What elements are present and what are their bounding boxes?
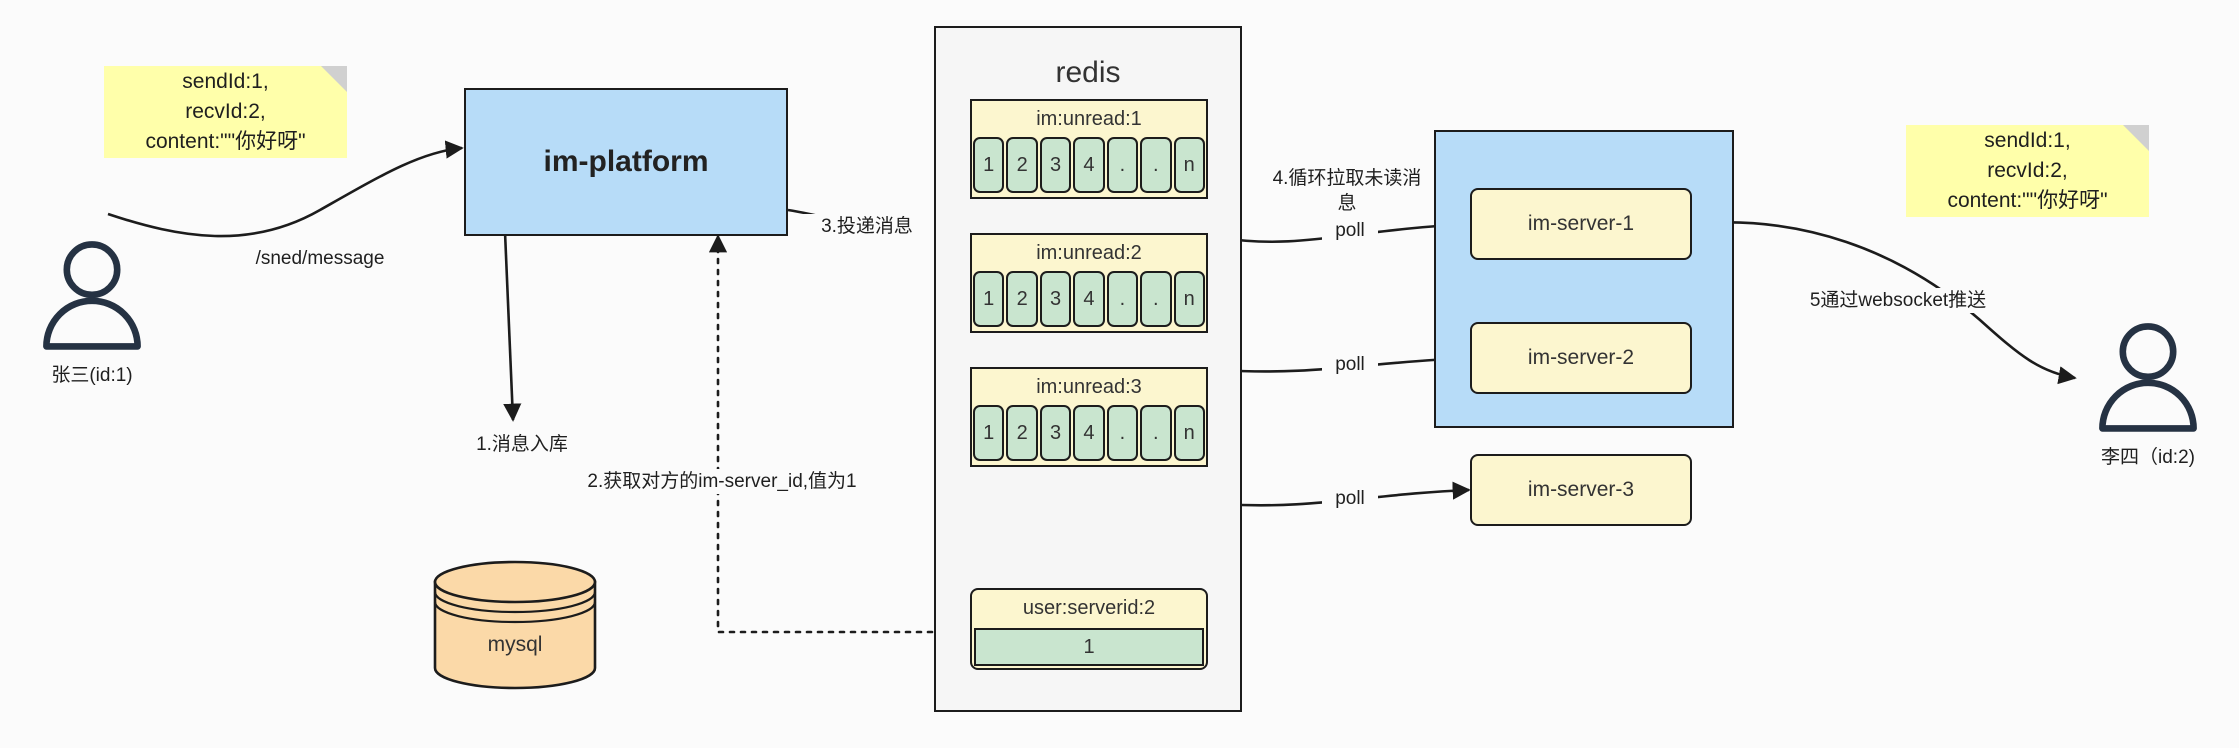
redis-cell[interactable]: n [1173, 137, 1205, 193]
redis-cell[interactable]: . [1106, 271, 1139, 327]
redis-cells: 1 2 3 4 . . n [972, 137, 1206, 193]
edge-platform-to-mysql [503, 231, 522, 422]
redis-key-im-unread-3[interactable]: im:unread:3 1 2 3 4 . . n [970, 367, 1208, 467]
edge-label-step5: 5通过websocket推送 [1790, 288, 2006, 313]
edge-label-poll-3: poll [1322, 486, 1378, 511]
redis-cell[interactable]: 2 [1006, 137, 1038, 193]
sticky-fold-icon [2123, 125, 2149, 151]
redis-key-label: im:unread:3 [1036, 376, 1142, 398]
edge-label-step4: 4.循环拉取未读消 息 [1250, 166, 1444, 216]
redis-cell[interactable]: 1 [973, 405, 1005, 461]
redis-title: redis [1055, 56, 1121, 89]
im-server-2[interactable]: im-server-2 [1470, 322, 1692, 394]
actor-sender [32, 236, 152, 356]
im-server-1-label: im-server-1 [1527, 212, 1635, 235]
person-icon [2099, 323, 2197, 432]
edge-label-poll-2: poll [1322, 352, 1378, 377]
redis-serverid-value[interactable]: 1 [974, 628, 1204, 666]
redis-cell[interactable]: n [1173, 405, 1205, 461]
redis-cells: 1 2 3 4 . . n [972, 271, 1206, 327]
redis-key-im-unread-1[interactable]: im:unread:1 1 2 3 4 . . n [970, 99, 1208, 199]
redis-cell[interactable]: 2 [1006, 271, 1038, 327]
redis-cell[interactable]: 3 [1039, 405, 1072, 461]
redis-cell[interactable]: 4 [1073, 271, 1105, 327]
mysql-label: mysql [487, 632, 543, 656]
redis-cell[interactable]: 4 [1073, 137, 1105, 193]
sticky-note-right: sendId:1, recvId:2, content:""你好呀" [1906, 125, 2149, 217]
redis-cells: 1 2 3 4 . . n [972, 405, 1206, 461]
sticky-note-right-text: sendId:1, recvId:2, content:""你好呀" [1947, 129, 2108, 212]
edge-label-send-message: /sned/message [228, 246, 412, 271]
redis-cell[interactable]: 1 [973, 137, 1005, 193]
im-server-1[interactable]: im-server-1 [1470, 188, 1692, 260]
edge-label-step2: 2.获取对方的im-server_id,值为1 [570, 469, 874, 494]
mysql-node[interactable]: mysql [430, 560, 600, 690]
edge-label-step1: 1.消息入库 [440, 432, 604, 457]
actor-sender-label: 张三(id:1) [51, 365, 133, 386]
edge-label-poll-1: poll [1322, 218, 1378, 243]
sticky-fold-icon [321, 66, 347, 92]
redis-key-user-serverid[interactable]: user:serverid:2 1 [970, 588, 1208, 670]
im-server-2-label: im-server-2 [1527, 346, 1635, 369]
database-cylinder-icon [433, 560, 597, 690]
im-platform-label: im-platform [543, 145, 709, 178]
redis-cell[interactable]: . [1140, 137, 1172, 193]
redis-key-label: im:unread:1 [1036, 108, 1142, 130]
redis-cell[interactable]: . [1140, 271, 1172, 327]
person-icon [43, 241, 141, 350]
redis-cell[interactable]: 2 [1006, 405, 1038, 461]
redis-key-im-unread-2[interactable]: im:unread:2 1 2 3 4 . . n [970, 233, 1208, 333]
sticky-note-left-text: sendId:1, recvId:2, content:""你好呀" [145, 70, 306, 153]
im-platform-node[interactable]: im-platform [464, 88, 788, 236]
redis-cell[interactable]: . [1106, 405, 1139, 461]
redis-cell[interactable]: . [1140, 405, 1172, 461]
redis-key-label: user:serverid:2 [1022, 597, 1156, 619]
redis-cell[interactable]: 4 [1073, 405, 1105, 461]
redis-key-label: im:unread:2 [1036, 242, 1142, 264]
actor-receiver-label: 李四（id:2) [2101, 447, 2195, 468]
redis-cell[interactable]: n [1173, 271, 1205, 327]
edge-serverid-to-platform [708, 234, 967, 634]
redis-cell[interactable]: 3 [1039, 271, 1072, 327]
edge-label-step3: 3.投递消息 [800, 214, 934, 239]
im-server-3-label: im-server-3 [1527, 478, 1635, 501]
sticky-note-left: sendId:1, recvId:2, content:""你好呀" [104, 66, 347, 158]
redis-cell[interactable]: 3 [1039, 137, 1072, 193]
actor-receiver [2088, 318, 2208, 438]
redis-cell[interactable]: 1 [973, 271, 1005, 327]
redis-cell[interactable]: . [1106, 137, 1139, 193]
edge-sender-to-platform [107, 140, 464, 238]
im-server-3[interactable]: im-server-3 [1470, 454, 1692, 526]
